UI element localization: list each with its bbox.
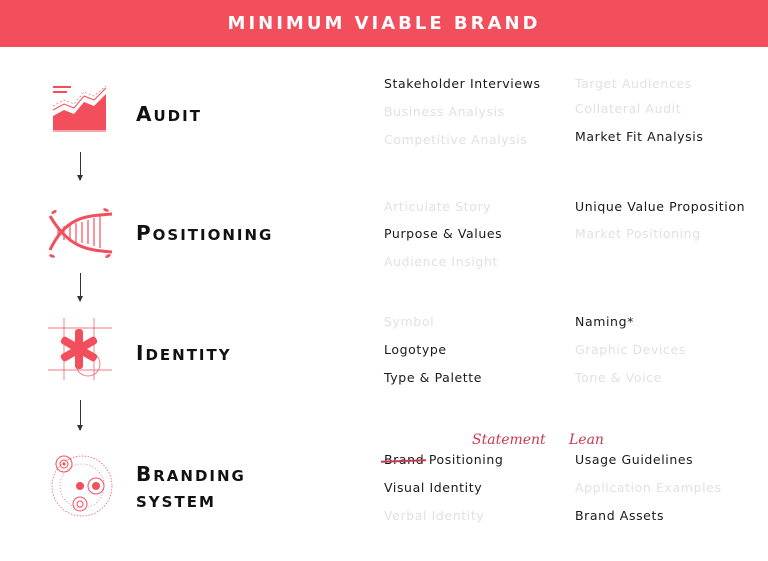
list-item: Usage Guidelines (575, 452, 694, 467)
audit-chart-icon (52, 85, 107, 132)
list-item: Purpose & Values (384, 226, 503, 241)
list-item: Articulate Story (384, 199, 492, 214)
positioning-helix-icon (48, 208, 113, 258)
list-item: Naming* (575, 314, 634, 329)
list-item: Logotype (384, 342, 447, 357)
flow-arrow (77, 273, 83, 302)
list-item: Graphic Devices (575, 342, 686, 357)
list-item: Competitive Analysis (384, 132, 528, 147)
list-item: Brand Positioning (384, 452, 503, 467)
list-item: Application Examples (575, 480, 722, 495)
list-item: Symbol (384, 314, 435, 329)
page-title: MINIMUM VIABLE BRAND (227, 13, 541, 34)
stage-title-branding-system: BRANDING SYSTEM (136, 462, 246, 511)
flow-arrow (77, 152, 83, 181)
branding-circles-icon (51, 455, 113, 517)
list-item: Collateral Audit (575, 101, 682, 116)
list-item: Tone & Voice (575, 370, 662, 385)
stage-title-audit: AUDIT (136, 102, 202, 126)
struck-word: Brand (384, 452, 425, 467)
stage-title-identity: IDENTITY (136, 341, 232, 365)
page-header: MINIMUM VIABLE BRAND (0, 0, 768, 47)
list-item: Market Fit Analysis (575, 129, 704, 144)
flow-arrow (77, 400, 83, 431)
list-item: Unique Value Proposition (575, 199, 746, 214)
list-item: Target Audiences (575, 76, 692, 91)
identity-asterisk-icon (48, 318, 112, 380)
list-item: Audience Insight (384, 254, 498, 269)
list-item-label: Positioning (428, 452, 504, 467)
list-item: Business Analysis (384, 104, 505, 119)
handwritten-annotation: Lean (569, 432, 604, 448)
list-item: Verbal Identity (384, 508, 485, 523)
handwritten-annotation: Statement (472, 432, 546, 448)
list-item: Type & Palette (384, 370, 483, 385)
list-item: Brand Assets (575, 508, 665, 523)
list-item: Visual Identity (384, 480, 483, 495)
list-item: Market Positioning (575, 226, 701, 241)
list-item: Stakeholder Interviews (384, 76, 541, 91)
stage-title-positioning: POSITIONING (136, 221, 274, 245)
